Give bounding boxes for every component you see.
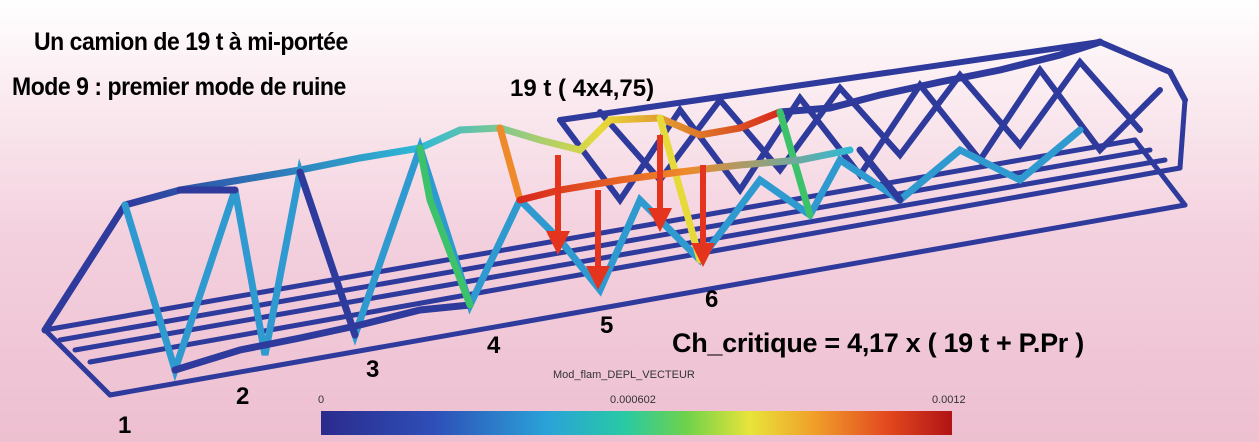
colorbar-title: Mod_flam_DEPL_VECTEUR bbox=[553, 369, 695, 381]
title-line-2: Mode 9 : premier mode de ruine bbox=[12, 73, 346, 101]
load-arrows bbox=[546, 135, 715, 290]
colorbar-max-label: 0.0012 bbox=[932, 394, 966, 406]
node-label-2: 2 bbox=[236, 383, 250, 410]
node-label-4: 4 bbox=[487, 332, 501, 359]
load-label: 19 t ( 4x4,75) bbox=[510, 75, 655, 102]
node-label-1: 1 bbox=[118, 412, 132, 439]
colorbar-mid-label: 0.000602 bbox=[610, 394, 656, 406]
node-label-3: 3 bbox=[366, 356, 380, 383]
colorbar bbox=[321, 411, 952, 435]
title-line-1: Un camion de 19 t à mi-portée bbox=[34, 28, 348, 56]
colorbar-min-label: 0 bbox=[318, 394, 325, 406]
node-label-6: 6 bbox=[705, 286, 719, 313]
critical-load-label: Ch_critique = 4,17 x ( 19 t + P.Pr ) bbox=[672, 328, 1084, 358]
front-truss bbox=[41, 38, 1104, 382]
node-label-5: 5 bbox=[600, 312, 614, 339]
